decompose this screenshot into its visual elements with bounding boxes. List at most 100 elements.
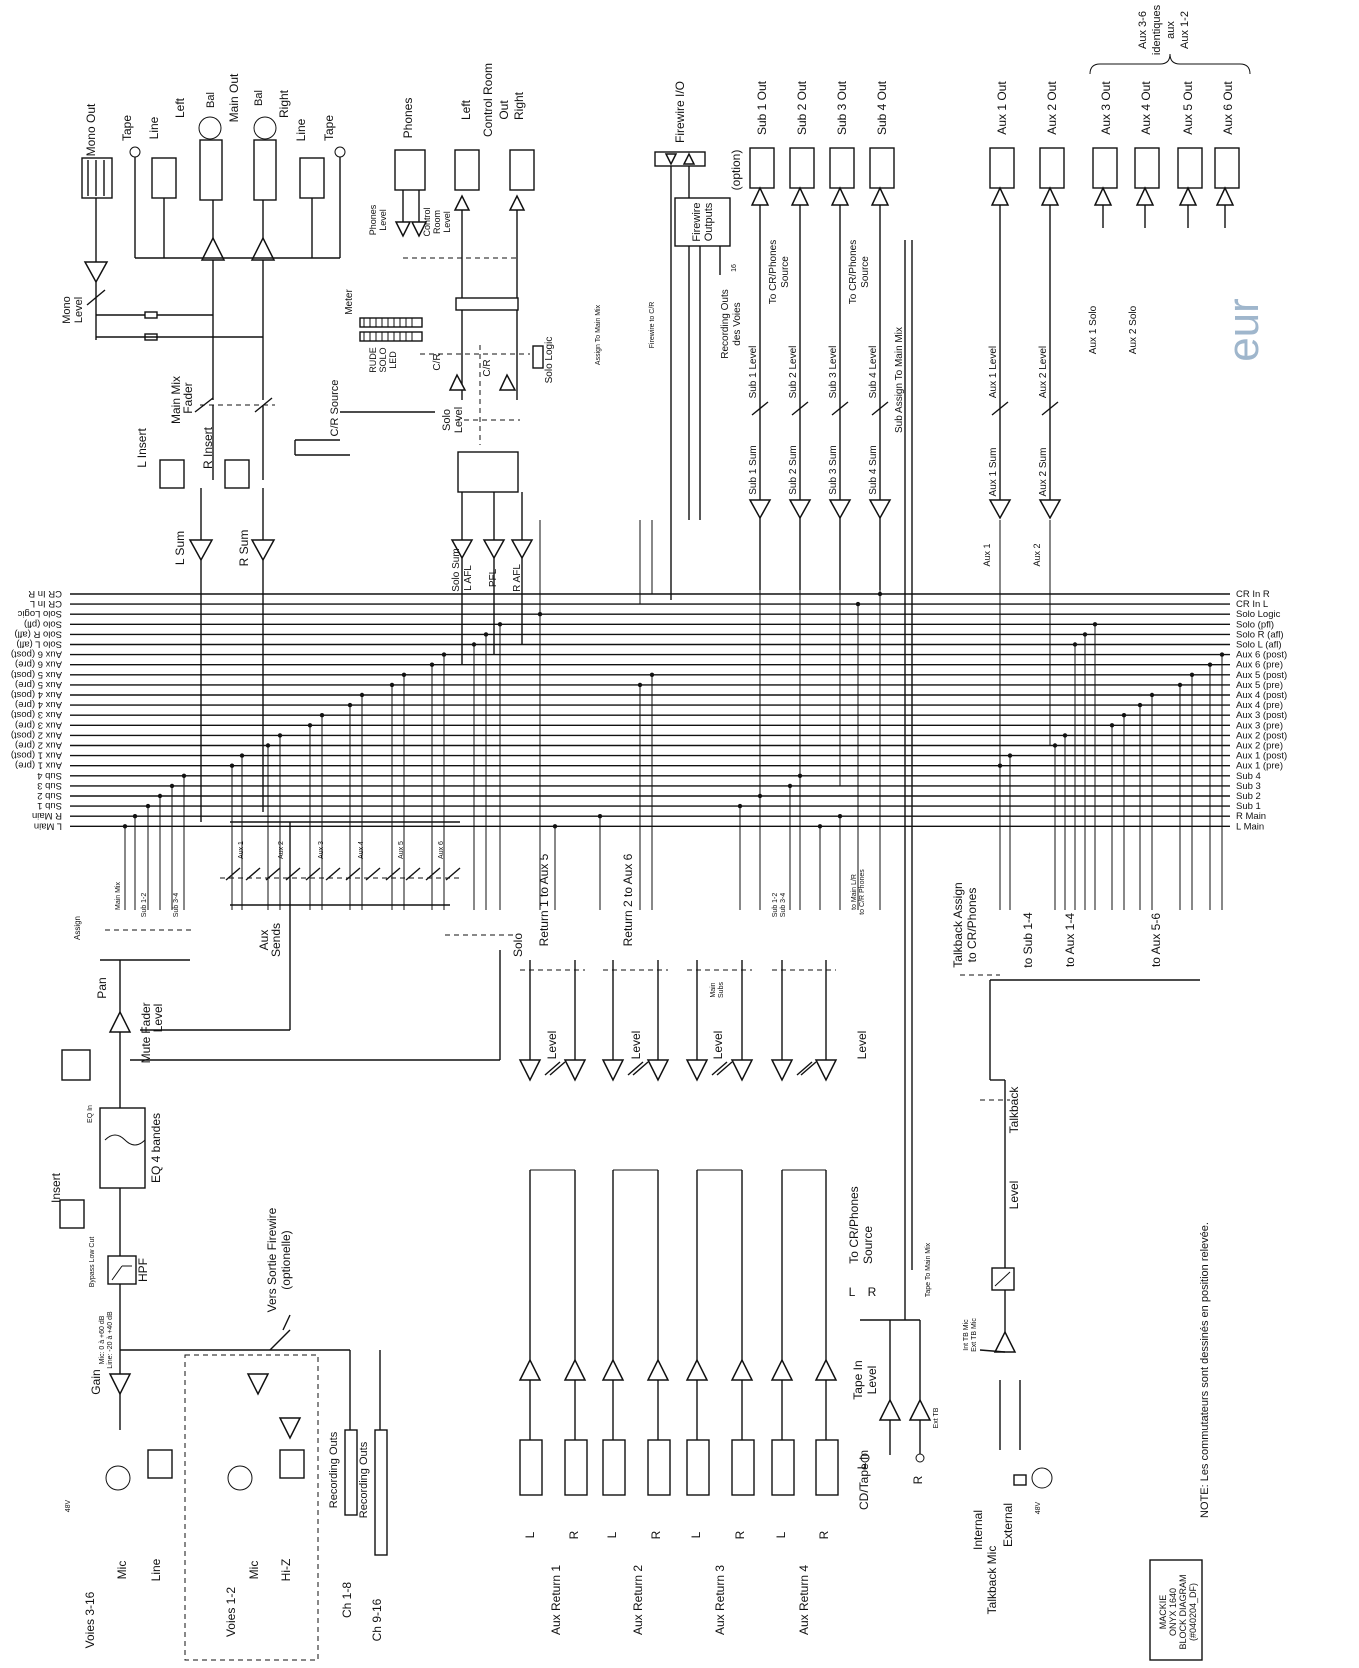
bus-label-left: Aux 3 (pre) <box>15 719 62 730</box>
solo-level-2: Level <box>453 407 465 433</box>
rec-outs-label-b: Recording Outs <box>358 1441 370 1518</box>
bus-label-left: L Main <box>34 820 62 831</box>
bus-label-left: Solo (pfl) <box>24 618 62 629</box>
note-text: NOTE: Les commutateurs sont dessinés en … <box>1199 1222 1211 1518</box>
return-level-amp <box>563 1059 587 1082</box>
sub2-level: Sub 2 Level <box>788 346 799 399</box>
rec-outs-1: Recording Outs <box>720 289 731 358</box>
bus-node <box>1062 733 1068 738</box>
bus-label-left: Aux 2 (post) <box>11 729 62 740</box>
channel-strip <box>59 821 515 1661</box>
sub-level-pot <box>751 401 769 416</box>
return-level-pot <box>796 1061 813 1076</box>
ext-tb2-label: Ext TB <box>933 1407 940 1428</box>
talkback-amp <box>993 1330 1017 1353</box>
footer-line3: BLOCK DIAGRAM <box>1178 1574 1188 1649</box>
bus-node <box>1121 713 1127 718</box>
sub-out-amp <box>830 186 850 206</box>
mono-out-jack <box>81 157 113 199</box>
rec-outs-1-8 <box>344 1429 358 1516</box>
aux-out-amp <box>1215 186 1235 206</box>
cr-l-label: C/R <box>432 353 443 370</box>
bus-label-left: CR In R <box>28 588 62 599</box>
bus-label-right: Sub 3 <box>1236 781 1261 792</box>
bus-node <box>319 713 325 718</box>
aux3-out-label: Aux 3 Out <box>1099 81 1113 135</box>
bus-label-left: Aux 2 (pre) <box>15 740 62 751</box>
aux-level-pot <box>991 401 1009 416</box>
aux-ident-2: identiques <box>1151 4 1163 55</box>
gain-amp <box>108 1373 132 1396</box>
sub1-sum: Sub 1 Sum <box>748 445 759 494</box>
meter-small <box>61 1049 91 1081</box>
return-l-label: L <box>605 1531 619 1538</box>
sub4-out-jack <box>869 147 895 189</box>
tb-internal: Internal <box>971 1510 985 1550</box>
aux-send-pot <box>285 867 301 881</box>
sub3-out-jack <box>829 147 855 189</box>
bus-node <box>169 783 175 789</box>
return-level-pot <box>716 1061 733 1076</box>
tape-r-label-small: R <box>868 1285 877 1299</box>
bus-node <box>1007 753 1013 758</box>
bus-label-left: Sub 4 <box>37 770 62 781</box>
return-level-pot <box>800 1061 817 1076</box>
sub-sum-amp <box>748 499 772 520</box>
main-out-right-xlr <box>253 116 277 140</box>
aux2-label: Aux 2 <box>1032 543 1042 566</box>
return-level-amp <box>685 1059 709 1082</box>
ch-aux2: Aux 2 <box>278 841 285 859</box>
aux4-out-jack <box>1134 147 1160 189</box>
bus-node <box>837 814 843 819</box>
bus-node <box>181 773 187 778</box>
aux-outputs <box>988 147 1240 520</box>
ch-aux3: Aux 3 <box>318 841 325 859</box>
return-jack <box>564 1439 588 1496</box>
bus-node <box>429 662 435 667</box>
main-out-left-xlr <box>198 116 222 140</box>
bus-label-right: CR In R <box>1236 589 1270 600</box>
line-r-jack <box>299 157 325 199</box>
corner-text: eur <box>1219 298 1268 362</box>
l-sum-label: L Sum <box>173 531 187 565</box>
bal-label: Bal <box>205 92 217 108</box>
aux-send-pot <box>405 867 421 881</box>
pfl-afl-box <box>457 451 519 493</box>
bus-node <box>359 692 365 698</box>
return-level-pot <box>627 1061 644 1076</box>
r1-to-aux5: Return 1 to Aux 5 <box>537 853 551 946</box>
bus-node <box>122 824 128 829</box>
bus-node <box>307 723 313 728</box>
cr-r-label: C/R <box>482 359 493 376</box>
tape-r-jack <box>334 146 346 158</box>
voies316-label: Voies 3-16 <box>83 1591 97 1648</box>
bus-label-right: Aux 6 (pre) <box>1236 660 1283 671</box>
bus-node <box>1082 632 1088 637</box>
bus-label-right: Solo (pfl) <box>1236 619 1274 630</box>
bus-label-left: Solo Logic <box>17 608 62 619</box>
pan-label: Pan <box>95 977 109 998</box>
return-r-label: R <box>649 1530 663 1539</box>
bus-node <box>817 824 823 829</box>
bus-label-right: L Main <box>1236 821 1264 832</box>
bus-label-left: Aux 5 (post) <box>11 669 62 680</box>
aux-out-amp <box>1040 186 1060 206</box>
bus-node <box>637 682 643 688</box>
sub2-sum: Sub 2 Sum <box>788 445 799 494</box>
tb-external: External <box>1001 1503 1015 1547</box>
main-output-section <box>81 116 346 822</box>
return-level-amp <box>814 1059 838 1082</box>
bus-label-right: Sub 1 <box>1236 801 1261 812</box>
aux-return-2: Aux Return 2 <box>631 1565 645 1635</box>
cdtape-label: CD/Tape In <box>857 1450 871 1510</box>
tape-to-cr-1: To CR/Phones <box>847 1186 861 1263</box>
ret-sub12: Sub 1-2 <box>772 893 779 918</box>
bus-label-right: Aux 4 (post) <box>1236 690 1287 701</box>
aux1-sum: Aux 1 Sum <box>988 448 999 497</box>
sub-out-amp <box>750 186 770 206</box>
return-l-label: L <box>774 1531 788 1538</box>
right-main-amp <box>250 236 276 261</box>
to-cr-3: To CR/Phones <box>848 240 859 304</box>
bus-node <box>1092 622 1098 627</box>
bus-label-left: Aux 6 (post) <box>11 649 62 660</box>
